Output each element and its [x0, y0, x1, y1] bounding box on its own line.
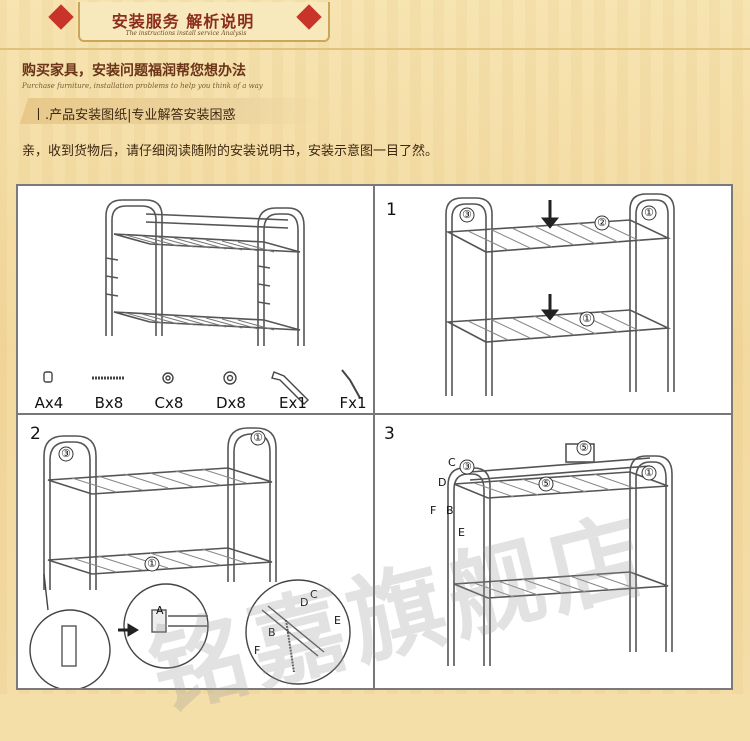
step2-slats	[71, 468, 247, 573]
letter-f: F	[430, 504, 437, 517]
part-label-e: Ex1	[279, 394, 307, 412]
hardware-parts	[43, 369, 361, 405]
step-number: 3	[384, 424, 395, 444]
section-heading: 购买家具，安装问题福润帮您想办法	[22, 63, 246, 79]
step2-drawing	[43, 427, 277, 590]
marker-3: ③	[462, 208, 472, 221]
letter-c: C	[310, 588, 318, 601]
letter-d: D	[300, 596, 309, 609]
marker-5: ⑤	[541, 477, 551, 490]
letter-e: E	[458, 526, 465, 539]
bunk-bed-overview	[105, 199, 305, 346]
step3-slats	[473, 473, 635, 598]
marker-2: ②	[597, 216, 607, 229]
marker-3: ③	[61, 447, 71, 460]
detail-parts	[61, 605, 325, 673]
nut-d-icon	[223, 371, 237, 385]
marker-1: ①	[253, 431, 263, 444]
part-label-a: Ax4	[34, 394, 64, 412]
letter-e: E	[334, 614, 341, 627]
diagram-drawing	[18, 186, 731, 688]
page-title: 安装服务 解析说明	[111, 12, 255, 31]
section-heading-english: Purchase furniture, installation problem…	[22, 82, 263, 90]
part-label-d: Dx8	[216, 394, 246, 412]
part-label-c: Cx8	[154, 394, 184, 412]
washer-c-icon	[162, 372, 174, 384]
down-arrow-icon	[540, 200, 560, 321]
arrow-right-icon	[118, 623, 139, 637]
deck-slats	[125, 234, 275, 331]
header-banner	[78, 2, 330, 42]
connector-a-icon	[43, 371, 53, 383]
letter-c: C	[448, 456, 456, 469]
letter-b: B	[268, 626, 276, 639]
marker-1: ①	[644, 466, 654, 479]
step1-slats	[467, 221, 641, 341]
page-subtitle: The instructions install service Analysi…	[125, 30, 247, 37]
part-label-f: Fx1	[339, 394, 367, 412]
section-title: 丨.产品安装图纸|专业解答安装困惑	[32, 108, 236, 123]
letter-b: B	[446, 504, 454, 517]
step1-drawing	[445, 193, 675, 396]
instruction-note: 亲，收到货物后，请仔细阅读随附的安装说明书，安装示意图一目了然。	[22, 144, 439, 159]
letter-f: F	[254, 644, 261, 657]
step-number: 1	[386, 200, 397, 220]
marker-3: ③	[462, 460, 472, 473]
assembly-diagram: 1 2 3 Ax4 Bx8 Cx8 Dx8 Ex1 Fx1 ③ ② ① ① ③ …	[16, 184, 733, 730]
letter-a: A	[156, 604, 164, 617]
marker-1: ①	[644, 206, 654, 219]
divider	[0, 48, 750, 50]
letter-d: D	[438, 476, 447, 489]
allen-key-f-icon	[341, 369, 361, 399]
marker-5: ⑤	[579, 441, 589, 454]
step-number: 2	[30, 424, 41, 444]
wrench-e-icon	[271, 371, 309, 405]
callout-circles	[58, 205, 657, 572]
marker-1: ①	[582, 312, 592, 325]
marker-1: ①	[147, 557, 157, 570]
part-label-b: Bx8	[94, 394, 124, 412]
